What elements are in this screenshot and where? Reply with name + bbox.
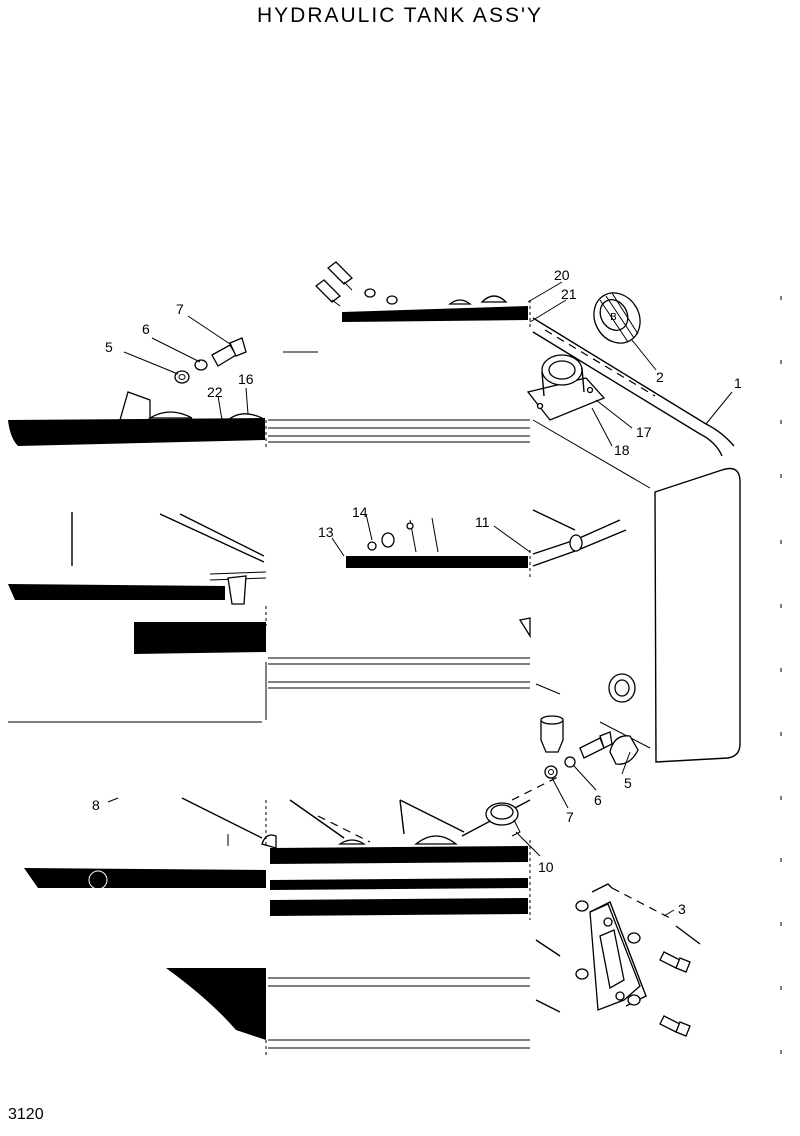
callout-20: 20 bbox=[554, 267, 570, 283]
lower-left-assembly bbox=[24, 797, 530, 1049]
callout-18: 18 bbox=[614, 442, 630, 458]
top-bolts bbox=[315, 261, 398, 307]
return-pipe bbox=[518, 509, 627, 639]
callout-5: 5 bbox=[105, 339, 113, 355]
callout-21: 21 bbox=[561, 286, 577, 302]
tank-body bbox=[532, 317, 741, 763]
callout-10: 10 bbox=[538, 859, 554, 875]
callout-7: 7 bbox=[176, 301, 184, 317]
lower-right-fittings bbox=[511, 715, 639, 801]
middle-center-strip bbox=[346, 517, 528, 568]
section-dividers bbox=[265, 300, 531, 1056]
callouts: 20 21 7 6 5 2 1 16 22 17 18 14 13 11 5 6… bbox=[92, 267, 742, 917]
diagram-title: HYDRAULIC TANK ASS'Y bbox=[257, 4, 543, 27]
callout-13: 13 bbox=[318, 524, 334, 540]
level-gauge bbox=[535, 883, 701, 1037]
callout-17: 17 bbox=[636, 424, 652, 440]
callout-11: 11 bbox=[475, 514, 490, 530]
upper-left-assembly bbox=[8, 337, 530, 446]
middle-left-assembly bbox=[8, 512, 530, 723]
callout-14: 14 bbox=[352, 504, 368, 520]
top-cover-strip bbox=[283, 295, 528, 353]
callout-5b: 5 bbox=[624, 775, 632, 791]
callout-2: 2 bbox=[656, 369, 664, 385]
callout-22: 22 bbox=[207, 384, 223, 400]
lower-center-strip bbox=[270, 799, 531, 916]
filler-cap: B bbox=[593, 292, 641, 344]
callout-6b: 6 bbox=[594, 792, 602, 808]
callout-16: 16 bbox=[238, 371, 254, 387]
callout-1: 1 bbox=[734, 375, 742, 391]
page-number: 3120 bbox=[8, 1106, 44, 1123]
svg-text:B: B bbox=[610, 312, 617, 323]
filler-neck-flange bbox=[526, 354, 606, 421]
callout-3: 3 bbox=[678, 901, 686, 917]
callout-7b: 7 bbox=[566, 809, 574, 825]
leader-lines bbox=[107, 281, 733, 917]
callout-8: 8 bbox=[92, 797, 100, 813]
callout-6: 6 bbox=[142, 321, 150, 337]
